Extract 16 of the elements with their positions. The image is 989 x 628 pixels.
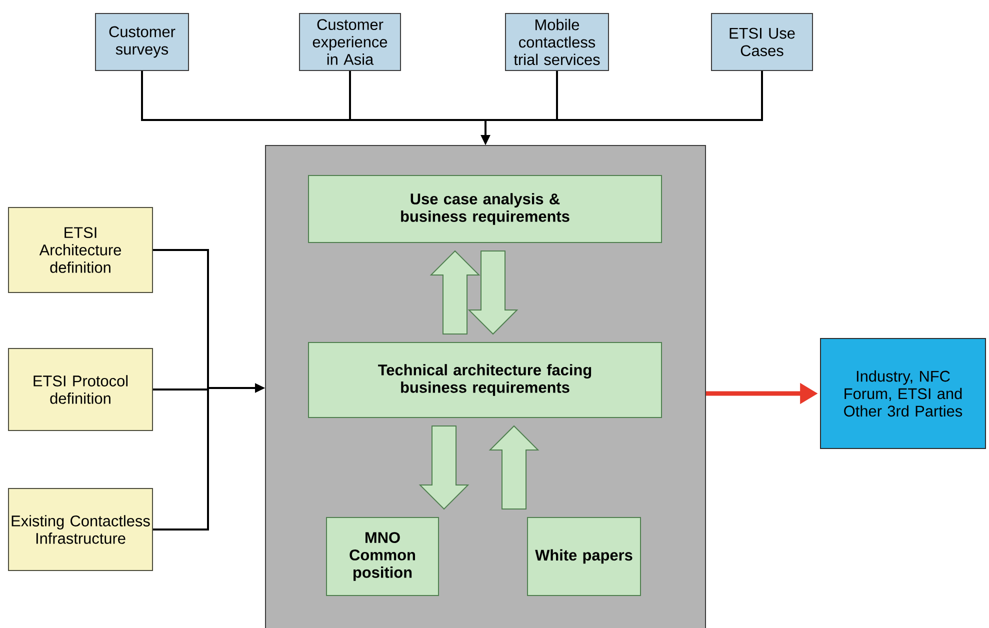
process-box: Technical architecture facing business requirements [308,342,662,418]
source-box: Mobile contactless trial services [505,13,609,71]
output-box: White papers [527,517,641,596]
process-box: Use case analysis & business requirements [308,175,662,243]
input-box: ETSI Architecture definition [8,207,153,293]
source-box: Customer experience in Asia [299,13,401,71]
block-arrow [468,250,518,335]
block-arrow [488,425,540,510]
source-box: ETSI Use Cases [711,13,813,71]
block-arrow [418,426,470,510]
block-arrow [430,250,480,334]
input-box: Existing Contactless Infrastructure [8,488,153,571]
input-box: ETSI Protocol definition [8,348,153,431]
source-box: Customer surveys [95,13,189,71]
output-box: MNO Common position [326,517,439,596]
target-box: Industry, NFC Forum, ETSI and Other 3rd Parties [820,338,986,449]
